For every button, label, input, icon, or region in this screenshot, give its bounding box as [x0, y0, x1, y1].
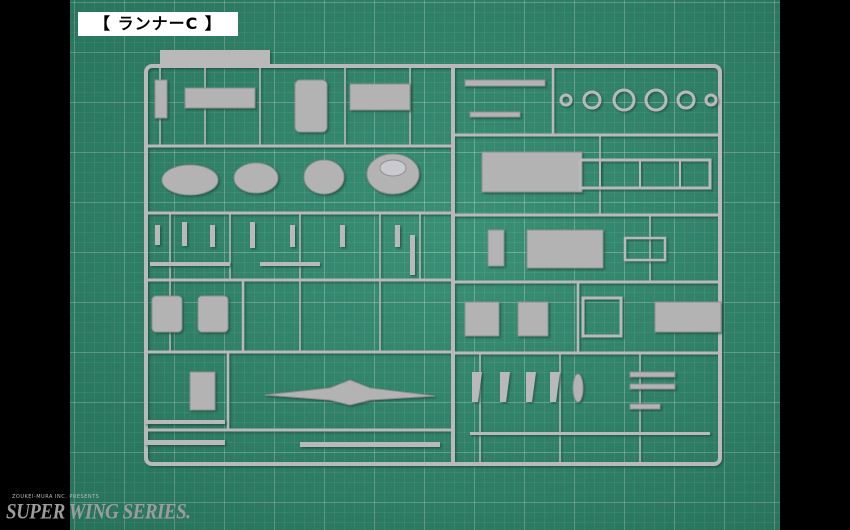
part-box-2 — [517, 301, 549, 337]
part-axle-bracket — [264, 379, 436, 406]
part-box — [464, 301, 500, 337]
watermark-presents-text: ZOUKEI-MURA INC. PRESENTS — [12, 494, 100, 500]
sprue-frame — [144, 64, 722, 466]
part-seat-2 — [197, 295, 229, 333]
runner-title-label: 【 ランナーC 】 — [78, 12, 238, 36]
watermark-brand-logo: SUPER WING SERIES. — [6, 500, 191, 525]
part-seat — [151, 295, 183, 333]
part-strut — [154, 79, 168, 119]
part-chassis-body — [481, 151, 583, 193]
part-floor-plate — [526, 229, 604, 269]
part-seat-back — [294, 79, 328, 133]
part-frame-small — [184, 87, 256, 109]
part-frame-small-2 — [349, 83, 411, 111]
